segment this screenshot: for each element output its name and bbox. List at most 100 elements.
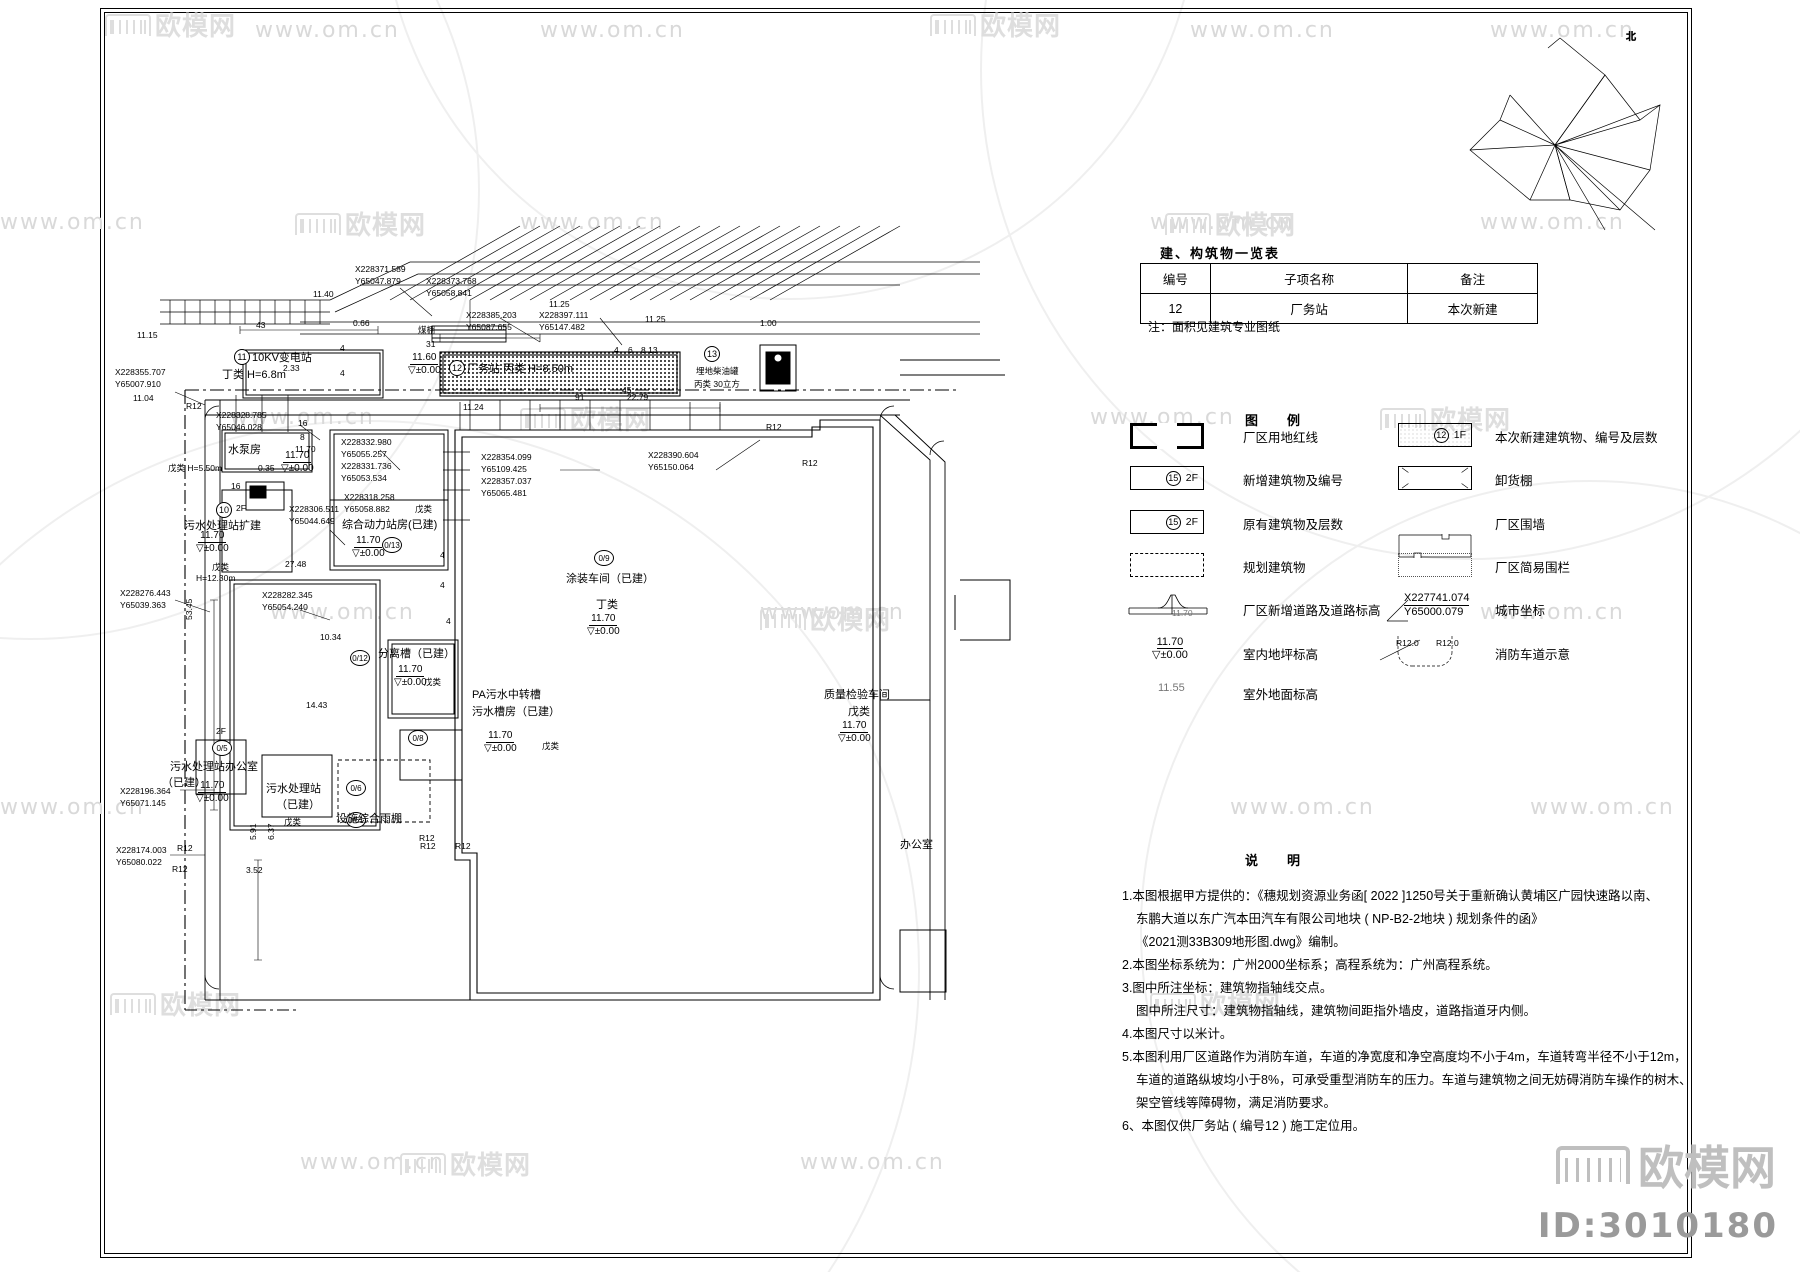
coord-label: X228397.111 [539, 310, 589, 320]
dimension-label: 27.48 [285, 559, 307, 569]
legend-label-new-building: 新增建筑物及编号 [1243, 474, 1344, 488]
legend-label-fire-lane: 消防车道示意 [1495, 648, 1571, 662]
dimension-label: 14.43 [306, 700, 328, 710]
dimension-label: 4 [440, 580, 445, 590]
coord-label: Y65080.022 [116, 857, 162, 867]
dimension-label: 11.25 [549, 299, 570, 309]
building-label-diesel-tank: 埋地柴油罐 [696, 366, 739, 376]
elevation-marker: 11.70▽±0.00 [587, 613, 620, 637]
notes-title: 说 明 [1245, 853, 1309, 868]
legend-building-floors: 2F [1185, 516, 1198, 528]
note-line: 4.本图尺寸以米计。 [1122, 1027, 1233, 1041]
bench-icon [1556, 1146, 1630, 1184]
dimension-label: 11.04 [133, 393, 154, 403]
floors-label: 2F [216, 726, 226, 736]
coord-label: X228373.768 [426, 276, 477, 286]
dimension-label: 11.25 [645, 314, 666, 324]
legend-symbol-existing-building: 15 2F [1130, 510, 1204, 534]
dimension-label: 8.13 [641, 345, 658, 355]
building-label-wwtp-2: （已建） [276, 799, 320, 811]
dimension-label: R12 [419, 833, 435, 843]
coord-label: X228318.258 [344, 492, 395, 502]
id-badge: ID:3010180 [1537, 1206, 1778, 1246]
fire-lane-radius-left: R12.0 [1396, 638, 1419, 648]
building-label-wwtp-office: 污水处理站办公室 [170, 761, 258, 773]
building-class-label: 戊类 [848, 706, 870, 718]
coord-label: X228355.707 [115, 367, 166, 377]
building-number-bubble: 0/9 [594, 550, 614, 566]
dimension-label: 6 [628, 345, 633, 355]
dimension-label: 53.45 [184, 598, 194, 620]
legend-label-redline: 厂区用地红线 [1243, 431, 1319, 445]
building-number-bubble: 0/6 [346, 780, 366, 796]
dimension-label: 11.24 [463, 402, 484, 412]
notes-block: 1.本图根据甲方提供的：《穗规划资源业务函[ 2022 ]1250号关于重新确认… [1122, 885, 1692, 1138]
legend-symbol-fire-lane [1392, 630, 1492, 670]
elevation-marker: 11.70▽±0.00 [196, 530, 229, 554]
legend-symbol-new-building: 15 2F [1130, 466, 1204, 490]
legend-building-floors: 2F [1185, 472, 1198, 484]
building-label-office: 办公室 [900, 839, 933, 851]
dimension-label: 4 [446, 616, 451, 626]
coord-label: X228282.345 [262, 590, 313, 600]
coord-label: Y65150.064 [648, 462, 694, 472]
building-number-bubble: 0/13 [382, 537, 402, 553]
elevation-marker: 11.70▽±0.00 [394, 664, 427, 688]
coord-label: Y65046.028 [216, 422, 262, 432]
coord-label: Y65054.240 [262, 602, 308, 612]
dimension-label: 1.00 [760, 318, 777, 328]
dimension-label: 2.33 [283, 363, 300, 373]
legend-symbol-indoor-elevation: 11.70 ▽±0.00 [1152, 636, 1188, 662]
building-label-substation: 10KV变电站 [252, 352, 312, 364]
note-line: 5.本图利用厂区道路作为消防车道，车道的净宽度和净空高度均不小于4m，车道转弯半… [1122, 1050, 1687, 1064]
dimension-label: 91 [575, 392, 585, 402]
dimension-label: R12 [455, 841, 471, 851]
dimension-label: 4 [340, 343, 345, 353]
coord-label: X228332.980 [341, 437, 392, 447]
coord-label: X228385.203 [466, 310, 517, 320]
building-class-label: 戊类 [415, 504, 433, 514]
building-label-facility-canopy: 设施综合雨棚 [336, 813, 402, 825]
building-label-pump-house-class: 戊类 H=5.50m [168, 463, 223, 473]
coord-label: Y65055.257 [341, 449, 387, 459]
legend-road-elevation-value: 11.70 [1172, 608, 1193, 618]
brand-text: 欧模网 [1638, 1141, 1776, 1195]
coord-label: Y65007.910 [115, 379, 161, 389]
elevation-marker: 11.70▽±0.00 [838, 720, 871, 744]
building-number-bubble: 10 [216, 502, 232, 518]
legend-building-number: 12 [1433, 427, 1449, 443]
note-line: 2.本图坐标系统为：广州2000坐标系；高程系统为：广州高程系统。 [1122, 958, 1498, 972]
brand-watermark-large: 欧模网 [1556, 1132, 1776, 1198]
legend-symbol-planned-building [1130, 553, 1204, 577]
coord-y: Y65000.079 [1404, 605, 1464, 618]
building-label-separation-tank: 分离槽（已建） [378, 648, 455, 660]
note-line: 6、本图仅供厂务站 ( 编号12 ) 施工定位用。 [1122, 1119, 1366, 1133]
building-schedule-table: 编号 子项名称 备注 12 厂务站 本次新建 [1140, 263, 1538, 324]
dimension-label: 11.40 [313, 289, 334, 299]
coord-label: X228328.785 [216, 410, 267, 420]
note-line: 车道的道路纵坡均小于8%，可承受重型消防车的压力。车道与建筑物之间无妨碍消防车操… [1136, 1073, 1692, 1087]
coord-label: X228196.364 [120, 786, 171, 796]
dimension-label: 22.79 [627, 392, 649, 402]
note-line: 图中所注尺寸：建筑物指轴线，建筑物间距指外墙皮，道路指道牙内侧。 [1136, 1004, 1537, 1018]
building-class-label: 戊类 [212, 562, 230, 572]
dimension-label: R12 [766, 422, 782, 432]
building-label-paint-shop: 涂装车间（已建） [566, 573, 654, 585]
legend-label-unloading-canopy: 卸货棚 [1495, 474, 1533, 488]
table-header-row: 编号 子项名称 备注 [1140, 263, 1538, 294]
dimension-label: 16 [298, 418, 308, 428]
legend-symbol-outdoor-elevation: 11.55 [1158, 682, 1185, 694]
schedule-note: 注：面积见建筑专业图纸 [1148, 320, 1281, 334]
dimension-label: 6.37 [266, 823, 276, 840]
coord-label: Y65039.363 [120, 600, 166, 610]
indoor-elev-bottom: ▽±0.00 [1152, 649, 1188, 662]
dimension-label: 45 [622, 385, 632, 395]
legend-label-factory-wall: 厂区围墙 [1495, 518, 1546, 532]
legend-symbol-unloading-canopy [1398, 466, 1472, 490]
dimension-label: 0.35 [258, 463, 275, 473]
building-label-wwtp: 污水处理站 [266, 783, 321, 795]
road-section-icon [1128, 594, 1208, 615]
coord-label: X228371.589 [355, 264, 406, 274]
cell-name: 厂务站 [1209, 293, 1409, 324]
coord-label: Y65058.841 [426, 288, 472, 298]
